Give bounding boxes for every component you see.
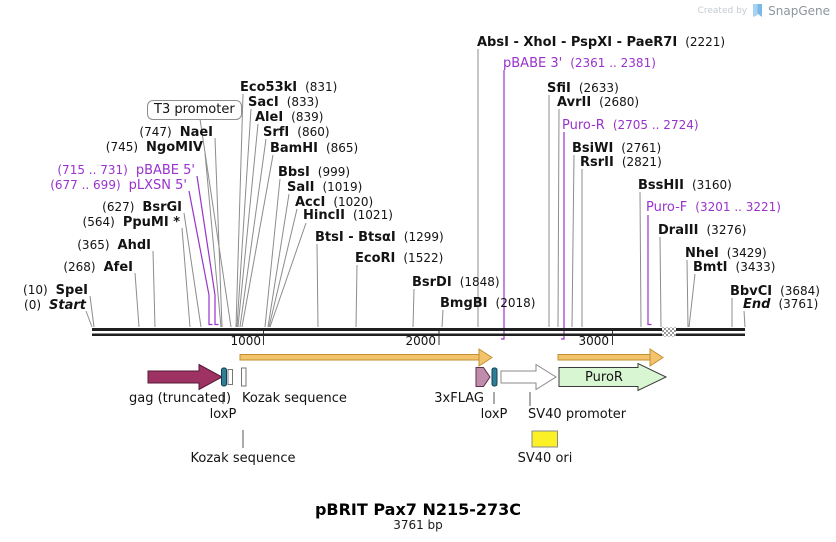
site-draiii[interactable]: DraIII(3276) [658, 223, 747, 238]
site-bsiwi[interactable]: BsiWI(2761) [572, 141, 662, 156]
snapgene-logo-icon [753, 4, 763, 17]
site-bbvci[interactable]: BbvCI(3684) [730, 284, 820, 299]
site-rsrii[interactable]: RsrII(2821) [580, 155, 662, 170]
kozak2-feature-label[interactable]: Kozak sequence [190, 451, 296, 466]
sv40-promoter-feature-label[interactable]: SV40 promoter [528, 407, 627, 422]
primer-pbabe-5[interactable]: (715 .. 731)pBABE 5' [57, 163, 195, 178]
site-bamhi[interactable]: BamHI(865) [270, 141, 359, 156]
puror-feature-arrow[interactable] [558, 362, 668, 392]
site-saci[interactable]: SacI(833) [248, 95, 319, 110]
orf-arrow-pax7[interactable] [239, 354, 480, 361]
leader-lines-right [235, 49, 746, 328]
orf-arrow-puror[interactable] [557, 354, 651, 361]
site-nhei[interactable]: NheI(3429) [685, 246, 767, 261]
site-bsrgi[interactable]: (627)BsrGI [102, 200, 182, 215]
t3-promoter-label[interactable]: T3 promoter [147, 100, 242, 120]
site-bmgbi[interactable]: BmgBI(2018) [440, 296, 536, 311]
3xflag-feature-label[interactable]: 3xFLAG [434, 391, 484, 406]
site-ppumi[interactable]: (564)PpuMI * [82, 215, 180, 230]
tick-label-3000: 3000 [578, 334, 609, 348]
backbone-line [92, 327, 745, 337]
site-start[interactable]: (0)Start [24, 298, 86, 313]
snapgene-brand-text: SnapGene [768, 4, 830, 18]
site-sfii[interactable]: SfiI(2633) [547, 81, 619, 96]
site-bsrdi[interactable]: BsrDI(1848) [412, 275, 500, 290]
site-bsshii[interactable]: BssHII(3160) [638, 178, 732, 193]
site-btsi[interactable]: BtsI - BtsαI(1299) [315, 230, 444, 245]
site-srfi[interactable]: SrfI(860) [263, 125, 330, 140]
loxp2-feature-box[interactable] [491, 367, 498, 387]
site-naei[interactable]: (747)NaeI [139, 125, 213, 140]
site-bmti[interactable]: BmtI(3433) [693, 260, 776, 275]
site-bbsi[interactable]: BbsI(999) [278, 165, 351, 180]
site-ecori[interactable]: EcoRI(1522) [355, 251, 444, 266]
site-absi-xhoi-pspxi-paer7i[interactable]: AbsI - XhoI - PspXI - PaeR7I(2221) [477, 35, 726, 50]
site-avrii[interactable]: AvrII(2680) [557, 95, 640, 110]
leader-lines-left [85, 118, 232, 328]
sv40-promoter-feature-arrow[interactable] [500, 363, 557, 391]
site-acci[interactable]: AccI(1020) [295, 195, 374, 210]
site-alei[interactable]: AleI(839) [255, 110, 324, 125]
plasmid-length: 3761 bp [393, 518, 443, 532]
primer-pbabe-3[interactable]: pBABE 3'(2361 .. 2381) [503, 56, 656, 71]
loxp2-feature-label[interactable]: loxP [480, 407, 508, 422]
backbone-hatch-gap [662, 327, 676, 337]
plasmid-title: pBRIT Pax7 N215-273C [314, 500, 522, 519]
gag-feature-label[interactable]: gag (truncated) [129, 391, 232, 406]
site-hincii[interactable]: HincII(1021) [303, 208, 393, 223]
puror-arrow-text[interactable]: PuroR [585, 370, 623, 385]
kozak1-feature-box[interactable] [227, 369, 233, 385]
site-spei[interactable]: (10)SpeI [23, 283, 88, 298]
site-end[interactable]: End(3761) [743, 297, 819, 312]
tick-label-2000: 2000 [405, 334, 436, 348]
loxp1-feature-label[interactable]: loxP [209, 407, 237, 422]
3xflag-feature-arrow[interactable] [475, 367, 491, 387]
kozak1-feature-label[interactable]: Kozak sequence [242, 391, 347, 406]
scale-ticks [263, 331, 613, 345]
site-afei[interactable]: (268)AfeI [63, 260, 133, 275]
plasmid-title-block: pBRIT Pax7 N215-273C 3761 bp [315, 501, 521, 532]
primer-puro-f[interactable]: Puro-F(3201 .. 3221) [646, 200, 781, 215]
feature-label-leaders [222, 392, 531, 448]
created-by-text: Created by [697, 6, 748, 16]
primer-plxsn-5[interactable]: (677 .. 699)pLXSN 5' [50, 178, 187, 193]
loxp1-feature-box[interactable] [221, 367, 227, 387]
site-ahdi[interactable]: (365)AhdI [77, 238, 151, 253]
orf-arrow-pax7-head[interactable] [478, 348, 493, 367]
site-eco53ki[interactable]: Eco53kI(831) [240, 80, 338, 95]
site-ngomiv[interactable]: (745)NgoMIV [105, 140, 203, 155]
tick-label-1000: 1000 [230, 334, 261, 348]
kozak2-feature-box[interactable] [241, 367, 247, 387]
orf-arrows[interactable] [239, 348, 664, 367]
site-sali[interactable]: SalI(1019) [287, 180, 363, 195]
gag-feature-arrow[interactable] [147, 363, 224, 391]
sv40-ori-feature-box[interactable] [531, 430, 558, 448]
orf-arrow-puror-head[interactable] [649, 348, 664, 367]
primer-puro-r[interactable]: Puro-R(2705 .. 2724) [562, 118, 699, 133]
primer-leader-lines [188, 70, 652, 340]
sv40-ori-feature-label[interactable]: SV40 ori [517, 451, 573, 466]
snapgene-credit: Created by SnapGene [698, 4, 830, 18]
